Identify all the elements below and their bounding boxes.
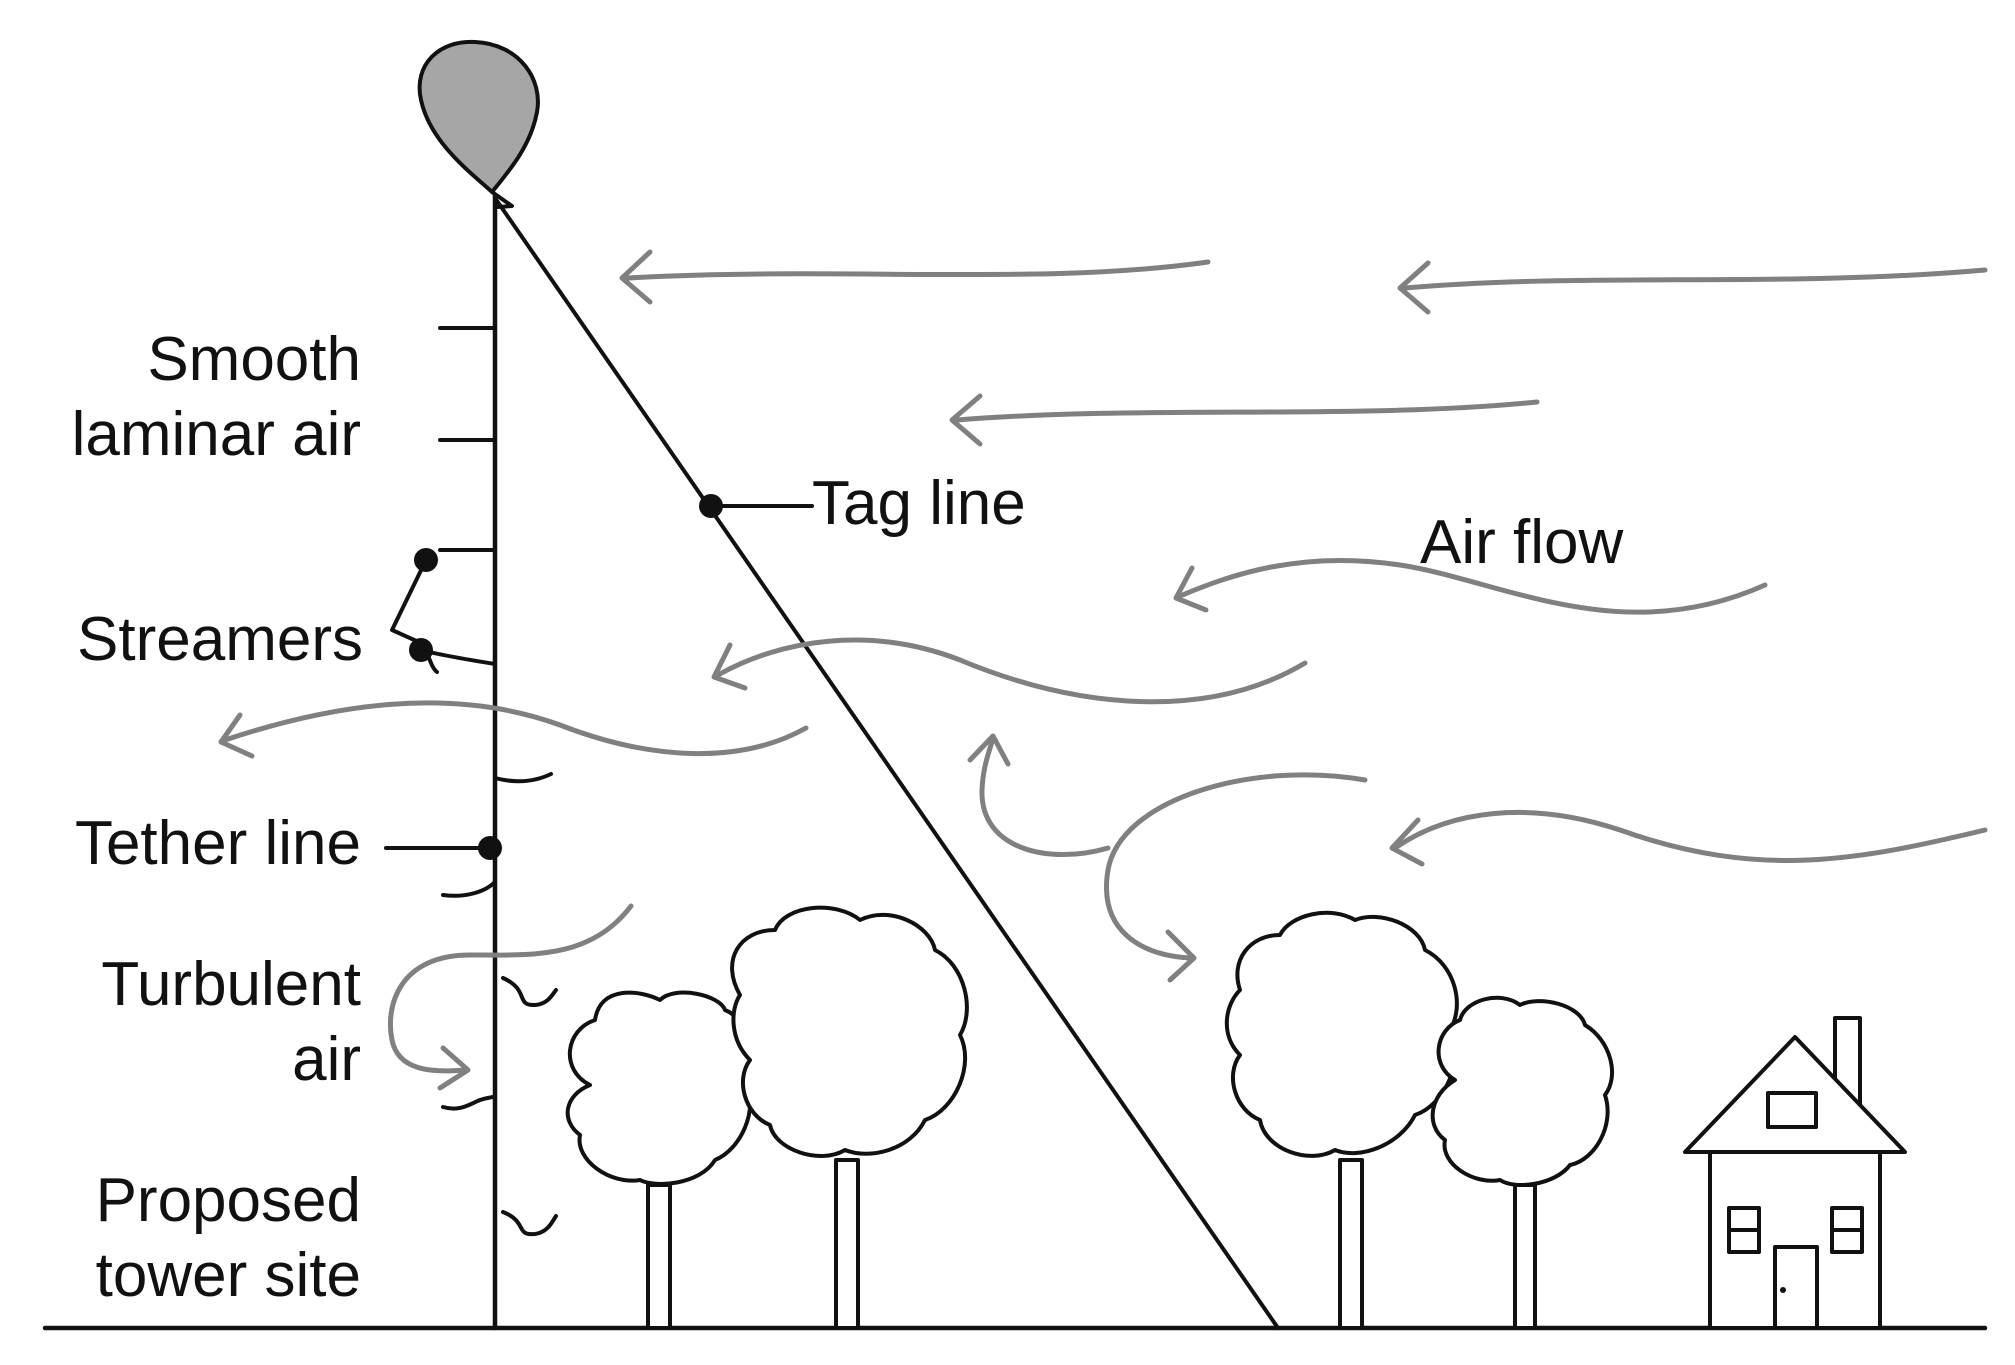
air-flow-arrow [1177,557,1768,615]
air-flow-arrow [1165,929,1197,983]
balloon-icon [417,39,540,209]
streamer-wavy [441,880,497,898]
streamer-wavy [501,1210,558,1237]
air-flow-arrow [222,700,809,757]
air-flow-label: Air flow [1420,508,1624,577]
smooth-laminar-air-line-2: laminar air [71,400,361,469]
tree-icon [1224,910,1459,1330]
streamer-dot [409,638,433,662]
streamer-wavy [441,1094,497,1111]
turbulent-air-line-2: air [292,1025,361,1094]
house-icon [1683,1016,1907,1330]
air-flow-arrow [711,642,748,691]
air-flow-arrow [625,259,1211,281]
tree-icon [565,990,755,1330]
air-flow-arrow [979,735,1111,857]
streamers-label: Streamers [77,605,363,674]
turbulent-air-label: Turbulent air [101,947,361,1097]
air-flow-arrow [1397,260,1431,315]
streamer-wavy [501,976,558,1008]
tag-line-label: Tag line [812,469,1026,538]
smooth-laminar-air-label: Smooth laminar air [72,322,361,472]
air-flow-arrow [387,903,634,1074]
air-flow-arrow [967,733,1011,767]
streamer-wavy [493,772,553,784]
tether-line-label: Tether line [74,809,361,878]
air-flow-arrow [715,637,1308,705]
air-flow-arrow [619,249,653,305]
air-flow-arrow [437,1045,471,1091]
air-flow-arrow [954,399,1540,423]
air-flow-arrow [218,712,255,759]
tree-icon [730,905,969,1330]
streamer-dot [414,548,438,572]
tag-line [493,196,1280,1330]
tether-dot [478,836,502,860]
air-flow-arrow [1389,817,1425,867]
air-flow-arrow [1402,267,1988,291]
tag-line-dot [699,494,723,518]
air-flow-arrow [1173,565,1209,613]
air-flow-arrow [949,393,983,447]
tree-icon [1430,995,1615,1330]
proposed-tower-site-line-2: tower site [95,1241,361,1310]
turbulent-air-line-1: Turbulent [101,950,361,1019]
streamers-pointer [390,558,428,645]
smooth-laminar-air-line-1: Smooth [147,325,361,394]
air-flow-arrow [1104,772,1368,961]
air-flow-arrow [1392,809,1988,863]
proposed-tower-site-label: Proposed tower site [96,1163,361,1313]
proposed-tower-site-line-1: Proposed [95,1166,361,1235]
air-flow-arrows [218,249,1988,1091]
